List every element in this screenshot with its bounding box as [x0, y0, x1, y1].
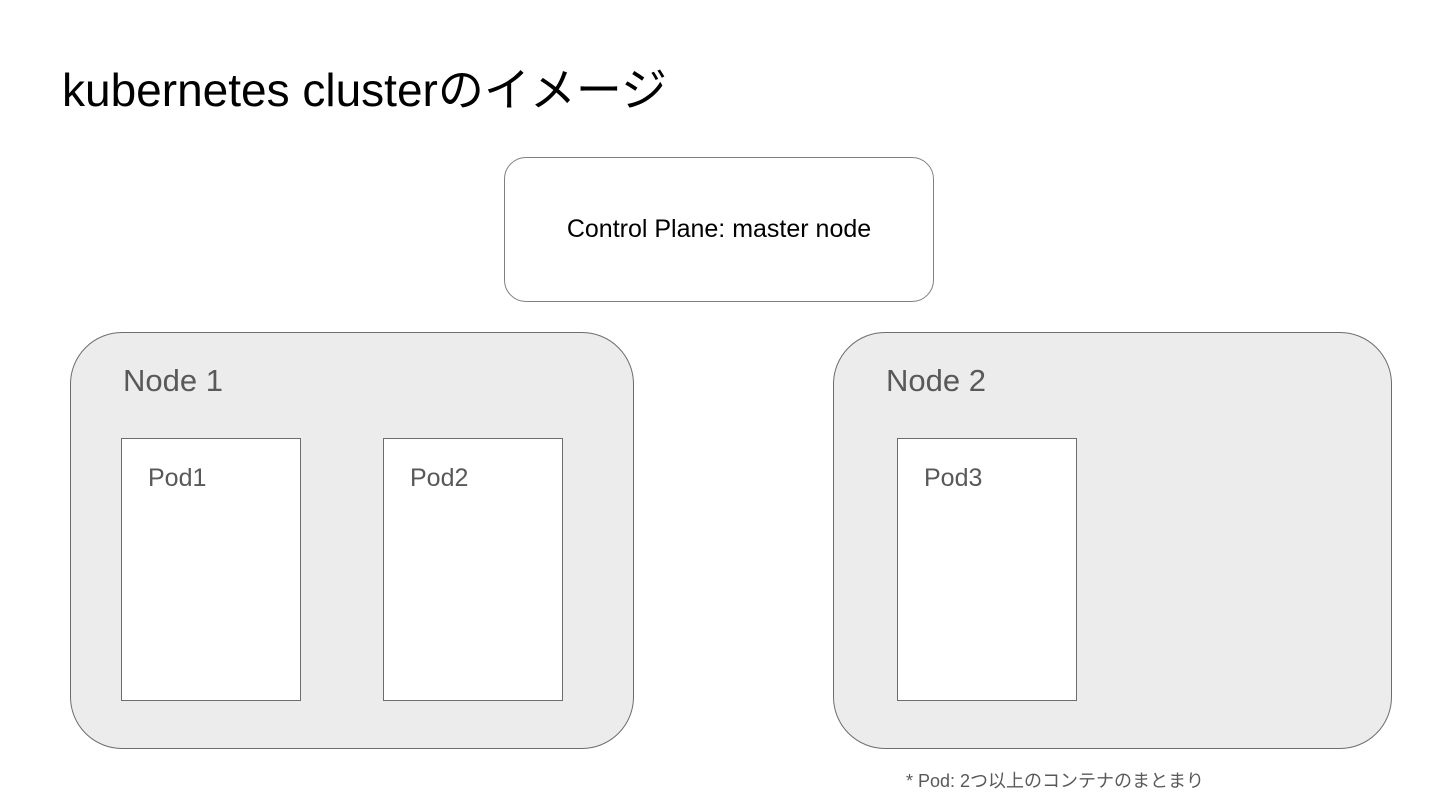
- footnote-text: * Pod: 2つ以上のコンテナのまとまり: [906, 771, 1205, 791]
- pod-box-2: Pod2: [383, 438, 563, 701]
- pod-box-1: Pod1: [121, 438, 301, 701]
- node-label-2: Node 2: [886, 363, 986, 398]
- control-plane-box: Control Plane: master node: [504, 157, 934, 302]
- pod-label-2: Pod2: [410, 464, 469, 492]
- node-box-2: Node 2 Pod3: [833, 332, 1392, 749]
- control-plane-label: Control Plane: master node: [566, 215, 872, 243]
- pod-box-3: Pod3: [897, 438, 1077, 701]
- pod-label-3: Pod3: [924, 464, 983, 492]
- node-label-1: Node 1: [123, 363, 223, 398]
- pod-label-1: Pod1: [148, 464, 207, 492]
- node-box-1: Node 1 Pod1 Pod2: [70, 332, 634, 749]
- page-title: kubernetes clusterのイメージ: [62, 64, 667, 116]
